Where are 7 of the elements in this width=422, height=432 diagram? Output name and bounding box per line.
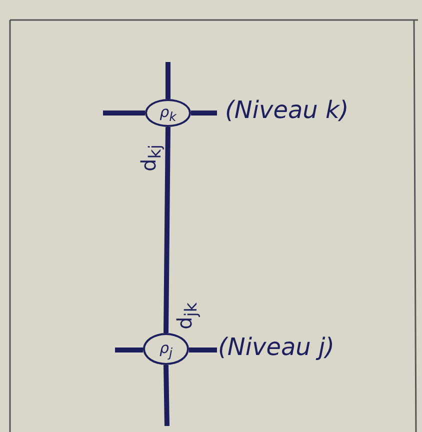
node-symbol: ρ$_{k}$ bbox=[160, 102, 176, 124]
connector-line bbox=[164, 126, 170, 334]
node-ellipse bbox=[145, 99, 191, 127]
level-label: (Niveau j) bbox=[218, 333, 335, 361]
level-label: (Niveau k) bbox=[225, 96, 349, 124]
node-symbol: ρ$_{j}$ bbox=[159, 338, 172, 360]
node-ellipse bbox=[143, 333, 189, 365]
